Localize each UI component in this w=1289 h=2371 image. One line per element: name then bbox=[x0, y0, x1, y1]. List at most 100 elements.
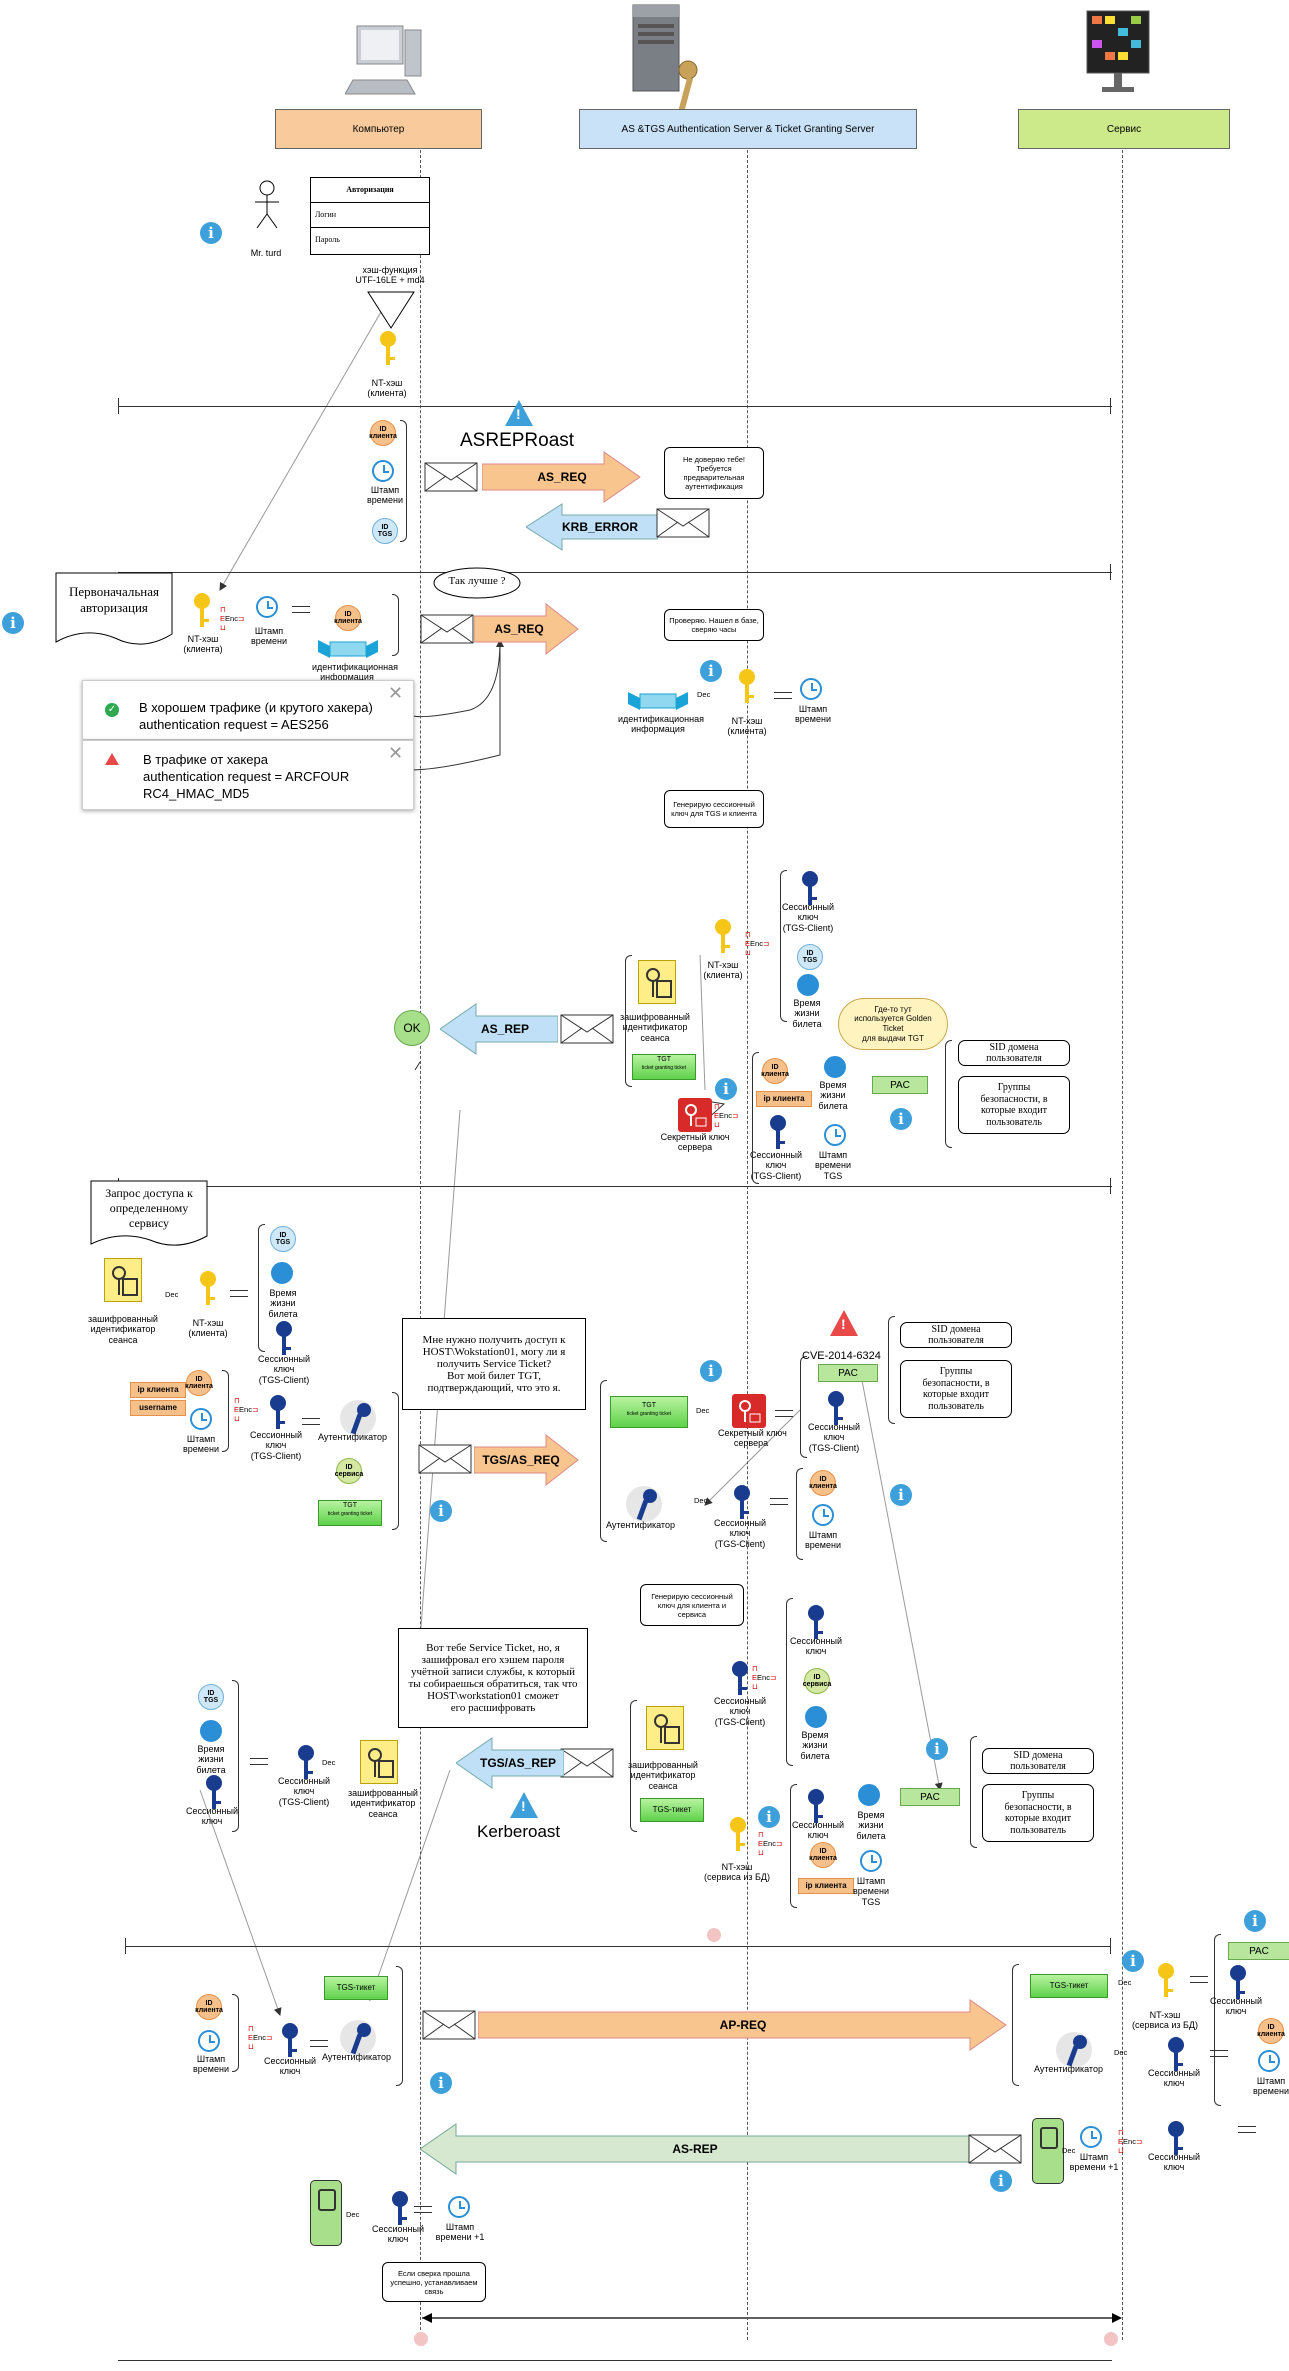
timestamp-tgs-label: Штамп времени TGS bbox=[853, 1876, 889, 1907]
ip-client-badge: ip клиента bbox=[756, 1091, 812, 1107]
warning-icon: ! bbox=[505, 400, 533, 426]
info-icon[interactable]: i bbox=[990, 2170, 1012, 2192]
info-icon[interactable]: i bbox=[700, 660, 722, 682]
bracket bbox=[258, 1224, 265, 1352]
timestamp-tgs-label: Штамп времени TGS bbox=[815, 1150, 851, 1181]
timestamp-label: Штамп времени bbox=[805, 1530, 841, 1551]
timestamp-label: Штамп времени bbox=[251, 626, 287, 647]
session-key-icon bbox=[204, 1774, 222, 1809]
lifetime-label: Время жизни билета bbox=[792, 998, 822, 1029]
bracket bbox=[945, 1040, 952, 1148]
lifeline-as-tgs bbox=[747, 150, 748, 2340]
info-icon[interactable]: i bbox=[430, 1500, 452, 1522]
session-key-icon bbox=[268, 1394, 286, 1429]
equals-sign bbox=[1238, 2126, 1256, 2133]
separator bbox=[118, 406, 1112, 407]
envelope-icon bbox=[424, 462, 478, 492]
good-line2: authentication request = AES256 bbox=[139, 717, 329, 732]
info-icon[interactable]: i bbox=[200, 222, 222, 244]
info-icon[interactable]: i bbox=[1122, 1950, 1144, 1972]
hash-func-label: хэш-функция UTF-16LE + md4 bbox=[355, 265, 425, 286]
id-client-badge: ID клиента bbox=[1257, 2018, 1285, 2044]
nt-hash-key-icon bbox=[378, 330, 396, 365]
equals-sign bbox=[230, 1290, 248, 1297]
enc-label: ⊓EEnc⊐⊔ bbox=[220, 605, 245, 632]
need-access-note: Мне нужно получить доступ к HOST\Wokstat… bbox=[402, 1318, 586, 1410]
as-req-arrow: AS_REQ bbox=[474, 602, 580, 656]
bracket bbox=[780, 870, 787, 1022]
clock-icon bbox=[200, 1720, 222, 1742]
info-icon[interactable]: i bbox=[2, 612, 24, 634]
bracket bbox=[970, 1736, 977, 1848]
bad-line1: В трафике от хакера bbox=[143, 752, 268, 767]
lifetime-label: Время жизни билета bbox=[818, 1080, 848, 1111]
user-name: Mr. turd bbox=[250, 248, 282, 258]
equals-sign bbox=[770, 1498, 788, 1505]
session-key-label: Сессионный ключ bbox=[186, 1806, 238, 1827]
server-secret-icon bbox=[678, 1098, 712, 1132]
pac-box: PAC bbox=[872, 1076, 928, 1094]
dec-label: Dec bbox=[696, 1406, 710, 1415]
generate-tgs-bubble: Генерирую сессионный ключ для TGS и клие… bbox=[664, 790, 764, 828]
separator-tick bbox=[1110, 398, 1111, 414]
info-icon[interactable]: i bbox=[926, 1738, 948, 1760]
session-key-label: Сессионный ключ bbox=[1148, 2152, 1200, 2173]
nt-hash-client-label: NT-хэш (клиента) bbox=[727, 716, 767, 737]
pac-box: PAC bbox=[1228, 1942, 1289, 1960]
close-icon[interactable]: ✕ bbox=[388, 743, 404, 763]
timestamp-plus1-label: Штамп времени +1 bbox=[435, 2222, 485, 2243]
password-field[interactable]: Пароль bbox=[315, 235, 340, 244]
close-icon[interactable]: ✕ bbox=[388, 683, 404, 703]
timestamp-label: Штамп времени bbox=[193, 2054, 229, 2075]
ip-client-badge: ip клиента bbox=[798, 1878, 854, 1894]
check-icon: ✓ bbox=[105, 703, 119, 717]
info-icon[interactable]: i bbox=[890, 1108, 912, 1130]
nt-hash-client-label: NT-хэш (клиента) bbox=[188, 1318, 228, 1339]
envelope-icon bbox=[560, 1014, 614, 1044]
session-key-icon bbox=[806, 1604, 824, 1639]
session-key-icon bbox=[1228, 1964, 1246, 1999]
info-icon[interactable]: i bbox=[758, 1806, 780, 1828]
login-field[interactable]: Логин bbox=[311, 203, 429, 228]
bracket bbox=[232, 1994, 239, 2072]
bracket bbox=[400, 420, 407, 542]
initial-auth-note: Первоначальная авторизация bbox=[55, 572, 173, 652]
id-tgs-badge: ID TGS bbox=[270, 1226, 296, 1252]
hash-funnel bbox=[366, 290, 416, 330]
final-bubble: Если сверка прошла успешно, устанавливае… bbox=[382, 2262, 486, 2302]
tgs-ticket: TGS-тикет bbox=[640, 1798, 704, 1822]
session-key-label: Сессионный ключ (TGS-Client) bbox=[808, 1422, 860, 1453]
session-key-label: Сессионный ключ (TGS-Client) bbox=[258, 1354, 310, 1385]
info-icon[interactable]: i bbox=[715, 1078, 737, 1100]
bracket bbox=[630, 1700, 637, 1832]
envelope-icon bbox=[422, 2010, 476, 2040]
info-icon[interactable]: i bbox=[890, 1484, 912, 1506]
header-computer: Компьютер bbox=[275, 109, 482, 149]
tgs-as-rep-arrow: TGS/AS_REP bbox=[456, 1736, 564, 1790]
pac-box: PAC bbox=[818, 1364, 878, 1382]
sid-box: SID домена пользователя bbox=[958, 1040, 1070, 1066]
bracket bbox=[752, 1052, 759, 1184]
service-monitor-icon bbox=[1082, 6, 1157, 101]
groups-box: Группы безопасности, в которые входит по… bbox=[958, 1076, 1070, 1134]
auth-form-title: Авторизация bbox=[311, 178, 429, 203]
info-icon[interactable]: i bbox=[700, 1360, 722, 1382]
separator bbox=[118, 572, 1112, 573]
info-icon[interactable]: i bbox=[430, 2072, 452, 2094]
server-secret-label: Секретный ключ сервера bbox=[718, 1428, 787, 1449]
dont-trust-bubble: Не доверяю тебе! Требуется предварительн… bbox=[664, 447, 764, 499]
bracket bbox=[1012, 1964, 1019, 2086]
bad-line2: authentication request = ARCFOUR bbox=[143, 769, 350, 784]
bad-line3: RC4_HMAC_MD5 bbox=[143, 786, 250, 801]
nt-hash-client-label: NT-хэш (клиента) bbox=[183, 634, 223, 655]
timestamp-plus1-label: Штамп времени +1 bbox=[1069, 2152, 1119, 2173]
ident-info-label: идентификационная информация bbox=[618, 714, 704, 735]
enc-label: ⊓EEnc⊐⊔ bbox=[234, 1396, 259, 1423]
id-client-badge: ID клиента bbox=[809, 1842, 837, 1868]
id-service-badge: ID сервиса bbox=[335, 1458, 363, 1484]
bracket bbox=[222, 1370, 229, 1452]
ident-info-label: идентификационная информация bbox=[312, 662, 398, 683]
info-icon[interactable]: i bbox=[1244, 1910, 1266, 1932]
